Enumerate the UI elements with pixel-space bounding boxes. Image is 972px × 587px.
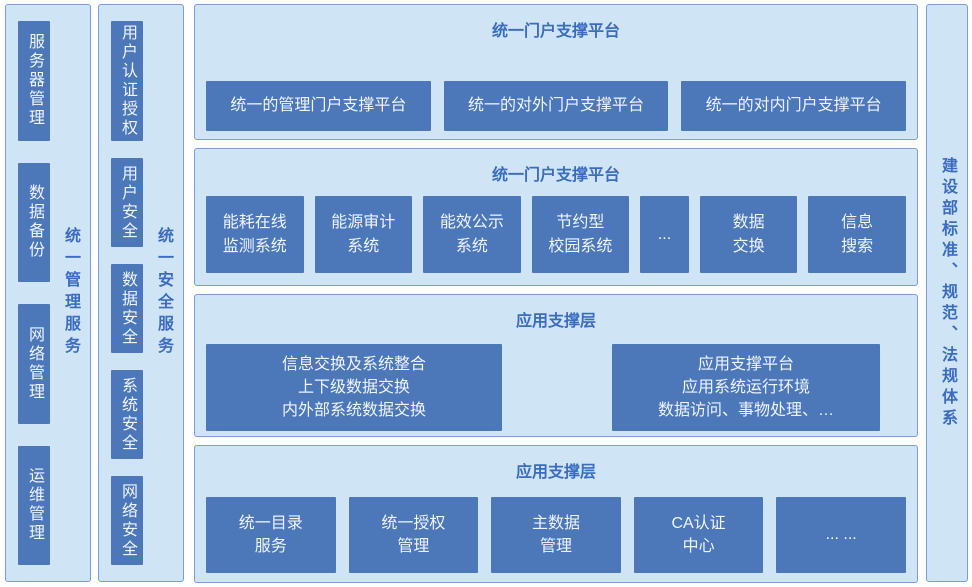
panel-row: 信息交换及系统整合 上下级数据交换 内外部系统数据交换 应用支撑平台 应用系统运… <box>206 344 906 431</box>
box-data-security: 数据安全 <box>111 264 143 354</box>
box-ellipsis: ... <box>640 196 689 273</box>
panel-title: 应用支撑层 <box>515 313 596 330</box>
box-app-support-platform: 应用支撑平台 应用系统运行环境 数据访问、事物处理、… <box>612 344 880 431</box>
panel-row: 能耗在线 监测系统 能源审计 系统 能效公示 系统 节约型 校园系统 ... 数… <box>206 196 906 273</box>
box-ops-mgmt: 运维管理 <box>18 445 50 565</box>
layer-stack: 统一门户支撑平台 统一的管理门户支撑平台 统一的对外门户支撑平台 统一的对内门户… <box>194 4 918 583</box>
standards-column: 建设部标准、规范、法规体系 <box>926 4 968 582</box>
box-authorization-mgmt: 统一授权 管理 <box>348 497 479 573</box>
panel-app-support-1: 应用支撑层 信息交换及系统整合 上下级数据交换 内外部系统数据交换 应用支撑平台… <box>194 294 918 437</box>
box-info-search: 信息 搜索 <box>808 196 906 273</box>
panel-title: 统一门户支撑平台 <box>491 23 620 40</box>
security-services-label: 统一安全服务 <box>155 227 172 359</box>
box-user-security: 用户安全 <box>111 158 143 248</box>
box-ellipsis-2: ... ... <box>776 497 906 573</box>
security-services-column: 用户认证授权 用户安全 数据安全 系统安全 网络安全 统一安全服务 <box>98 4 184 582</box>
box-network-mgmt: 网络管理 <box>18 304 50 424</box>
box-energy-monitoring: 能耗在线 监测系统 <box>206 196 304 273</box>
panel-unified-portal-2: 统一门户支撑平台 能耗在线 监测系统 能源审计 系统 能效公示 系统 节约型 校… <box>194 148 918 286</box>
box-energy-disclosure: 能效公示 系统 <box>423 196 521 273</box>
box-mgmt-portal: 统一的管理门户支撑平台 <box>206 81 431 131</box>
box-energy-audit: 能源审计 系统 <box>314 196 413 273</box>
box-data-backup: 数据备份 <box>18 162 50 282</box>
panel-title: 统一门户支撑平台 <box>491 167 620 184</box>
security-label-area: 统一安全服务 <box>143 5 183 581</box>
box-master-data-mgmt: 主数据 管理 <box>491 497 621 573</box>
panel-title: 应用支撑层 <box>515 464 596 481</box>
standards-label: 建设部标准、规范、法规体系 <box>939 156 956 430</box>
management-services-column: 服务器管理 数据备份 网络管理 运维管理 统一管理服务 <box>5 4 91 582</box>
box-info-exchange-integration: 信息交换及系统整合 上下级数据交换 内外部系统数据交换 <box>206 344 502 431</box>
panel-row: 统一的管理门户支撑平台 统一的对外门户支撑平台 统一的对内门户支撑平台 <box>206 81 907 131</box>
panel-row: 统一目录 服务 统一授权 管理 主数据 管理 CA认证 中心 ... ... <box>206 497 906 573</box>
box-ca-center: CA认证 中心 <box>633 497 764 573</box>
box-internal-portal: 统一的对内门户支撑平台 <box>681 81 907 131</box>
box-server-mgmt: 服务器管理 <box>18 21 50 141</box>
box-system-security: 系统安全 <box>111 370 143 460</box>
security-box-stack: 用户认证授权 用户安全 数据安全 系统安全 网络安全 <box>111 5 143 581</box>
box-green-campus: 节约型 校园系统 <box>531 196 630 273</box>
box-data-exchange: 数据 交换 <box>699 196 798 273</box>
management-services-label: 统一管理服务 <box>62 227 79 359</box>
panel-unified-portal-1: 统一门户支撑平台 统一的管理门户支撑平台 统一的对外门户支撑平台 统一的对内门户… <box>194 4 918 140</box>
panel-app-support-2: 应用支撑层 统一目录 服务 统一授权 管理 主数据 管理 CA认证 中心 ...… <box>194 445 918 583</box>
management-box-stack: 服务器管理 数据备份 网络管理 运维管理 <box>18 5 50 581</box>
box-network-security: 网络安全 <box>111 476 143 565</box>
management-label-area: 统一管理服务 <box>50 5 90 581</box>
box-user-auth: 用户认证授权 <box>111 21 143 142</box>
box-external-portal: 统一的对外门户支撑平台 <box>443 81 669 131</box>
box-directory-service: 统一目录 服务 <box>206 497 336 573</box>
